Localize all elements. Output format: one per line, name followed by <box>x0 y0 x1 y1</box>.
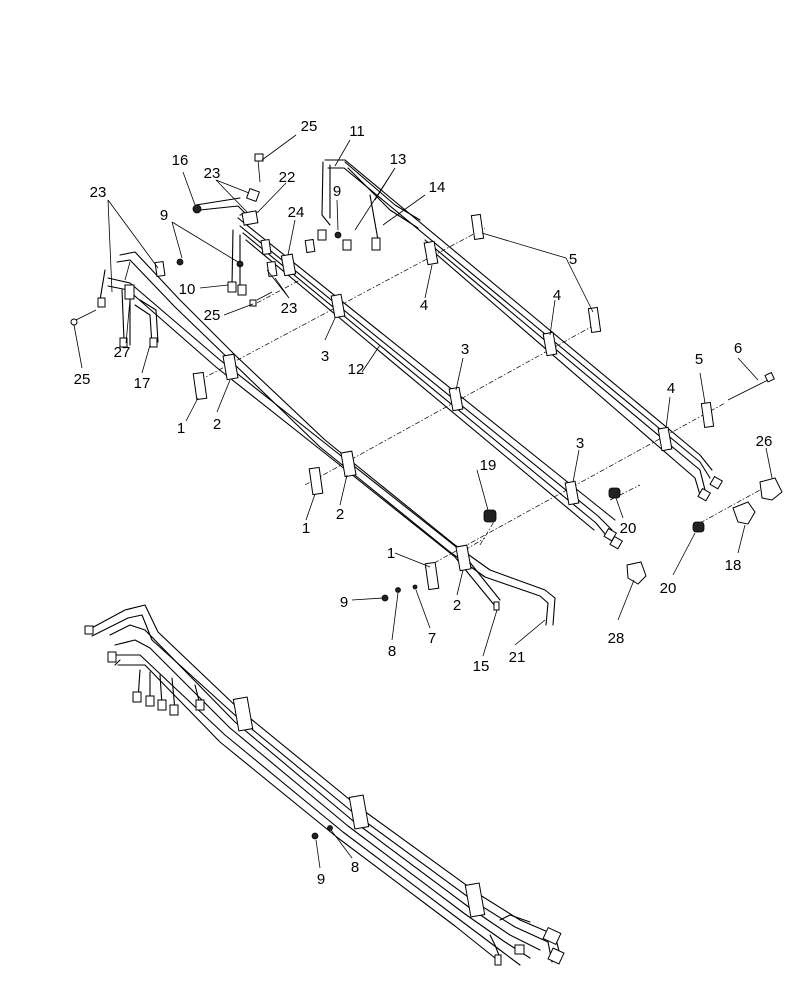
callout-15: 15 <box>473 658 490 675</box>
callout-26: 26 <box>756 433 773 450</box>
callout-5: 5 <box>695 351 703 368</box>
callout-23: 23 <box>281 300 298 317</box>
callout-17: 17 <box>134 375 151 392</box>
lower-tube-assembly <box>84 604 565 966</box>
callout-3: 3 <box>576 435 584 452</box>
callout-25: 25 <box>301 118 318 135</box>
callout-3: 3 <box>321 348 329 365</box>
plate-brackets <box>154 187 715 591</box>
callout-28: 28 <box>608 630 625 647</box>
callout-19: 19 <box>480 457 497 474</box>
callout-20: 20 <box>620 520 637 537</box>
callout-1: 1 <box>302 520 310 537</box>
callout-10: 10 <box>179 281 196 298</box>
callout-22: 22 <box>279 169 296 186</box>
callout-1: 1 <box>387 545 395 562</box>
callout-6: 6 <box>734 340 742 357</box>
callout-7: 7 <box>428 630 436 647</box>
callout-5: 5 <box>569 251 577 268</box>
callout-27: 27 <box>114 344 131 361</box>
nuts-and-fittings <box>70 153 783 611</box>
callout-labels: 25 11 13 14 16 23 22 9 23 9 24 5 10 4 4 … <box>74 118 773 888</box>
callout-9: 9 <box>333 183 341 200</box>
callout-20: 20 <box>660 580 677 597</box>
callout-11: 11 <box>349 123 365 140</box>
callout-18: 18 <box>725 557 742 574</box>
callout-4: 4 <box>553 287 561 304</box>
callout-2: 2 <box>453 597 461 614</box>
callout-9: 9 <box>160 207 168 224</box>
callout-25: 25 <box>204 307 221 324</box>
callout-9: 9 <box>340 594 348 611</box>
callout-4: 4 <box>667 380 675 397</box>
callout-3: 3 <box>461 341 469 358</box>
upper-middle-tube-bundle <box>195 197 616 541</box>
callout-14: 14 <box>429 179 446 196</box>
callout-23: 23 <box>204 165 221 182</box>
callout-9: 9 <box>317 871 325 888</box>
callout-12: 12 <box>348 361 365 378</box>
leader-lines <box>73 134 773 869</box>
callout-23: 23 <box>90 184 107 201</box>
callout-8: 8 <box>388 643 396 660</box>
callout-21: 21 <box>509 649 526 666</box>
callout-4: 4 <box>420 297 428 314</box>
clamps <box>124 210 673 572</box>
upper-rear-tube-bundle <box>321 159 713 496</box>
alignment-lines <box>199 227 761 569</box>
callout-25: 25 <box>74 371 91 388</box>
callout-2: 2 <box>336 506 344 523</box>
callout-13: 13 <box>390 151 407 168</box>
callout-8: 8 <box>351 859 359 876</box>
callout-16: 16 <box>172 152 189 169</box>
callout-2: 2 <box>213 416 221 433</box>
callout-1: 1 <box>177 420 185 437</box>
callout-24: 24 <box>288 204 305 221</box>
